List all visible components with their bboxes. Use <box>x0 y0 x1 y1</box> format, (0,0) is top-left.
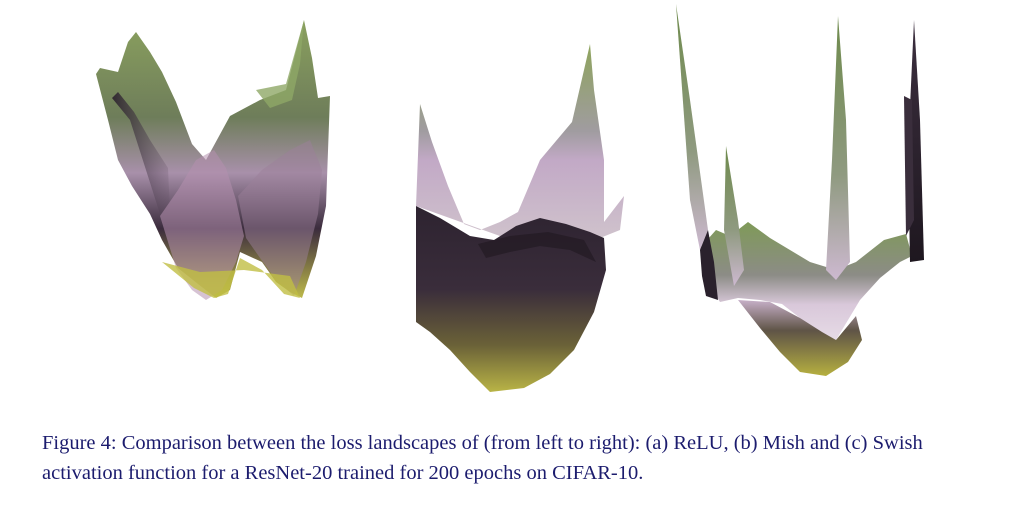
loss-landscape-figure <box>96 4 924 392</box>
loss-landscape-swish-icon <box>676 4 924 376</box>
loss-landscape-mish-icon <box>416 44 624 392</box>
loss-landscape-relu-icon <box>96 20 330 300</box>
figure-caption: Figure 4: Comparison between the loss la… <box>42 432 923 484</box>
